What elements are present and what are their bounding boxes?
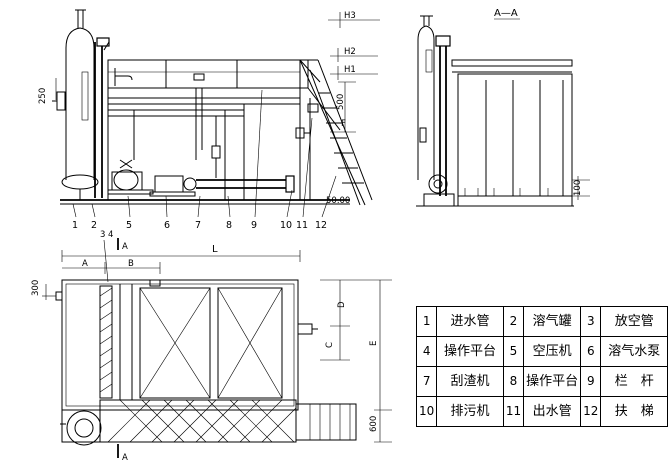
module-1: [139, 287, 211, 399]
section-mark-bottom: A: [122, 453, 128, 463]
legend-name: 放空管: [600, 306, 668, 337]
legend-name: 栏 杆: [600, 366, 668, 397]
dim-500: 500: [336, 94, 346, 110]
valve: [211, 145, 221, 159]
tank-bottom: [61, 174, 99, 190]
dim-e: E: [369, 341, 379, 346]
legend-name: 空压机: [523, 336, 582, 367]
legend-no: 1: [415, 306, 438, 337]
callout-3: 3: [100, 230, 105, 240]
dissolved-air-pump: [149, 175, 197, 197]
legend-name: 排污机: [436, 396, 504, 427]
section-pump: [428, 174, 448, 194]
legend-no: 5: [502, 336, 525, 367]
callout-6: 6: [164, 220, 170, 231]
dim-100: 100: [573, 180, 583, 196]
dim-300: 300: [31, 280, 41, 296]
section-label: A—A: [494, 8, 518, 19]
dim-h3: H3: [344, 11, 356, 21]
module-2: [217, 287, 283, 399]
legend-name: 溶气水泵: [600, 336, 668, 367]
air-compressor: [107, 159, 154, 195]
dim-h1: H1: [344, 65, 356, 75]
legend-row: 1 进水管 2 溶气罐 3 放空管: [415, 306, 668, 337]
legend-name: 刮渣机: [436, 366, 504, 397]
dim-d: D: [337, 301, 347, 308]
dim-b: B: [128, 259, 134, 269]
dim-600: 600: [369, 416, 379, 432]
legend-no: 7: [415, 366, 438, 397]
callout-2: 2: [91, 220, 97, 231]
dim-c: C: [325, 342, 335, 348]
legend-no: 3: [580, 306, 602, 337]
plan-stair: [295, 403, 357, 441]
legend-no: 12: [580, 396, 602, 427]
scum-scraper-motor: [193, 73, 205, 81]
callout-8: 8: [226, 220, 232, 231]
legend-name: 操作平台: [436, 336, 504, 367]
dim-a: A: [82, 259, 88, 269]
legend-no: 9: [580, 366, 602, 397]
callout-1: 1: [72, 220, 78, 231]
legend-name: 进水管: [436, 306, 504, 337]
ground-level-label: 50.00: [326, 196, 350, 206]
legend-name: 操作平台: [523, 366, 582, 397]
callouts: 1 2 5 6 7 8 9 10 11 12: [72, 89, 337, 231]
legend-name: 扶 梯: [600, 396, 668, 427]
legend-row: 4 操作平台 5 空压机 6 溶气水泵: [415, 336, 668, 367]
inlet-zone: [99, 285, 113, 399]
callout-9: 9: [251, 220, 257, 231]
legend-no: 11: [502, 396, 525, 427]
legend-no: 2: [502, 306, 525, 337]
legend-row: 10 排污机 11 出水管 12 扶 梯: [415, 396, 668, 427]
callout-4: 4: [108, 230, 113, 240]
dim-250: 250: [38, 88, 48, 104]
inlet-pipe: [56, 91, 66, 111]
legend-name: 溶气罐: [523, 306, 582, 337]
outlet-pipe: [307, 103, 319, 113]
tank-body: [107, 59, 309, 89]
legend-no: 6: [580, 336, 602, 367]
dissolved-air-tank: [65, 27, 95, 180]
plan-view: L A B A 3 4: [31, 230, 392, 463]
dim-f: F: [341, 119, 346, 129]
callout-7: 7: [195, 220, 201, 231]
legend-no: 4: [415, 336, 438, 367]
plan-basin: [61, 279, 299, 411]
dim-l: L: [212, 244, 218, 255]
legend-row: 7 刮渣机 8 操作平台 9 栏 杆: [415, 366, 668, 397]
front-elevation: H3 H2 H1 250 500 F 50.00 1 2 5 6: [38, 9, 380, 231]
callout-5: 5: [126, 220, 132, 231]
callout-11: 11: [296, 220, 308, 231]
legend-no: 10: [415, 396, 438, 427]
dim-h2: H2: [344, 47, 356, 57]
section-tank: [457, 73, 573, 207]
legend-name: 出水管: [523, 396, 582, 427]
section-mark-top: A: [122, 242, 128, 252]
section-a-a: A—A 100: [416, 8, 590, 207]
plan-tank-circle: [66, 410, 102, 446]
callout-10: 10: [280, 220, 292, 231]
component-legend: 1 进水管 2 溶气罐 3 放空管 4 操作平台 5 空压机 6 溶气水泵 7 …: [415, 306, 668, 427]
callout-12: 12: [315, 220, 327, 231]
legend-no: 8: [502, 366, 525, 397]
